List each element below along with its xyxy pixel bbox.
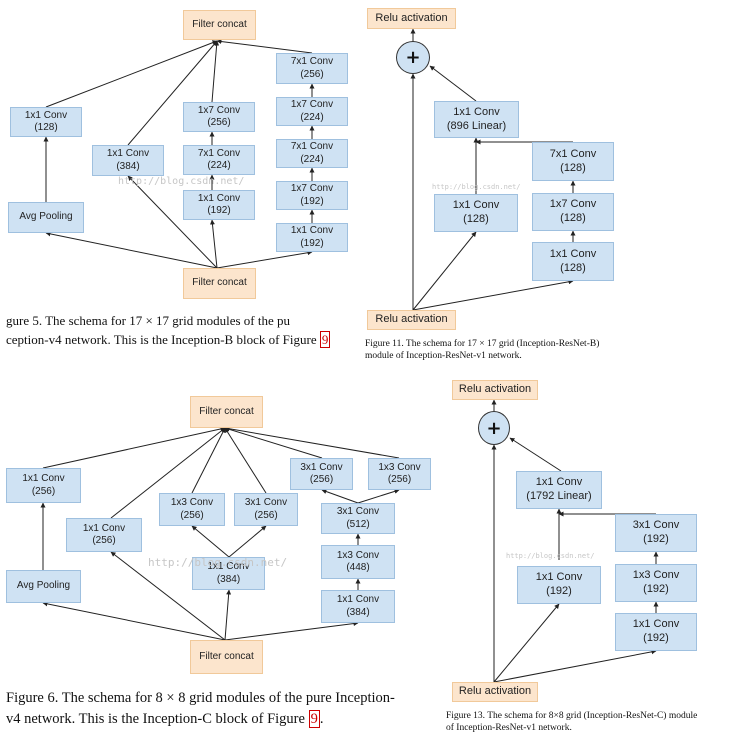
conv-1x1-128-b: 1x1 Conv(128): [532, 242, 614, 281]
conv-1x3-448: 1x3 Conv(448): [321, 545, 395, 579]
avg-pooling: Avg Pooling: [8, 202, 84, 233]
conv-1x3-256-right: 1x3 Conv(256): [368, 458, 431, 490]
conv-1x1-128: 1x1 Conv(128): [10, 107, 82, 137]
conv-1x3-256: 1x3 Conv(256): [159, 493, 225, 526]
conv-1x1-256-b: 1x1 Conv(256): [66, 518, 142, 552]
conv-1x1-192-b: 1x1 Conv(192): [276, 223, 348, 252]
conv-1x7-256: 1x7 Conv(256): [183, 102, 255, 132]
filter-concat-top: Filter concat: [190, 396, 263, 428]
figure-caption: gure 5. The schema for 17 × 17 grid modu…: [6, 313, 331, 348]
conv-1x3-192: 1x3 Conv(192): [615, 564, 697, 602]
conv-1x1-192: 1x1 Conv(192): [183, 190, 255, 220]
figure-caption: Figure 13. The schema for 8×8 grid (Ince…: [446, 711, 698, 733]
conv-1x1-128: 1x1 Conv(128): [434, 194, 518, 232]
plus-icon: +: [396, 41, 430, 74]
filter-concat-top: Filter concat: [183, 10, 256, 40]
figure-link[interactable]: 9: [308, 710, 320, 728]
conv-1x1-256: 1x1 Conv(256): [6, 468, 81, 503]
filter-concat-bottom: Filter concat: [190, 640, 263, 674]
conv-1x7-192: 1x7 Conv(192): [276, 181, 348, 210]
watermark: http://blog.csdn.net/: [432, 183, 521, 191]
relu-activation-bottom: Relu activation: [367, 310, 456, 330]
relu-activation-bottom: Relu activation: [452, 682, 538, 702]
conv-3x1-512: 3x1 Conv(512): [321, 503, 395, 534]
watermark: http://blog.csdn.net/: [118, 176, 245, 187]
figure-link[interactable]: 9: [319, 331, 331, 348]
conv-1x1-384: 1x1 Conv(384): [92, 145, 164, 176]
conv-1x7-224: 1x7 Conv(224): [276, 97, 348, 126]
conv-1x1-896-linear: 1x1 Conv(896 Linear): [434, 101, 519, 138]
conv-7x1-128: 7x1 Conv(128): [532, 142, 614, 181]
conv-1x1-192-b: 1x1 Conv(192): [615, 613, 697, 651]
conv-1x1-384-right: 1x1 Conv(384): [321, 590, 395, 623]
conv-1x1-384: 1x1 Conv(384): [192, 557, 265, 590]
conv-3x1-256-right: 3x1 Conv(256): [290, 458, 353, 490]
conv-7x1-256: 7x1 Conv(256): [276, 53, 348, 84]
conv-3x1-256: 3x1 Conv(256): [234, 493, 298, 526]
conv-1x7-128: 1x7 Conv(128): [532, 193, 614, 231]
avg-pooling: Avg Pooling: [6, 570, 81, 603]
conv-1x1-1792-linear: 1x1 Conv(1792 Linear): [516, 471, 602, 509]
relu-activation-top: Relu activation: [367, 8, 456, 29]
conv-7x1-224: 7x1 Conv(224): [276, 139, 348, 168]
conv-7x1-224: 7x1 Conv(224): [183, 145, 255, 175]
filter-concat-bottom: Filter concat: [183, 268, 256, 299]
figure-caption: Figure 11. The schema for 17 × 17 grid (…: [365, 339, 600, 361]
relu-activation-top: Relu activation: [452, 380, 538, 400]
watermark: http://blog.csdn.net/: [506, 552, 595, 560]
watermark: http://blog.csdn.net/: [148, 556, 288, 569]
figure-caption: Figure 6. The schema for 8 × 8 grid modu…: [6, 690, 395, 728]
conv-3x1-192: 3x1 Conv(192): [615, 514, 697, 552]
conv-1x1-192: 1x1 Conv(192): [517, 566, 601, 604]
plus-icon: +: [478, 411, 510, 445]
